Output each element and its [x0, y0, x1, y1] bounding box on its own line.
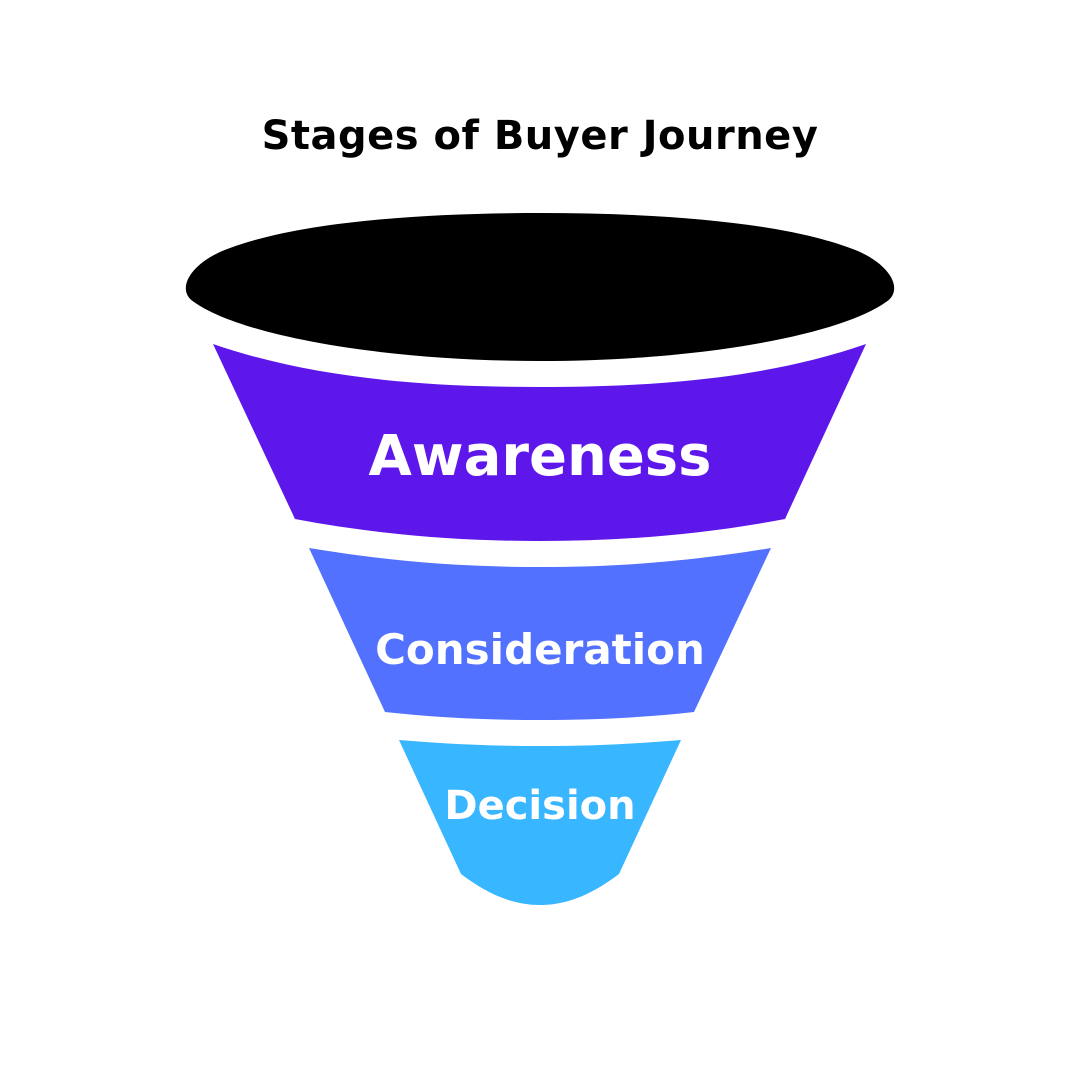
stage-label-awareness: Awareness — [369, 424, 712, 489]
stage-label-decision: Decision — [444, 783, 635, 829]
diagram-title: Stages of Buyer Journey — [261, 113, 819, 159]
stage-label-consideration: Consideration — [375, 625, 705, 674]
funnel-stage-awareness — [213, 344, 866, 541]
funnel-stage-consideration — [309, 548, 771, 720]
funnel-rim — [185, 213, 895, 361]
funnel-stage-decision — [399, 740, 681, 905]
